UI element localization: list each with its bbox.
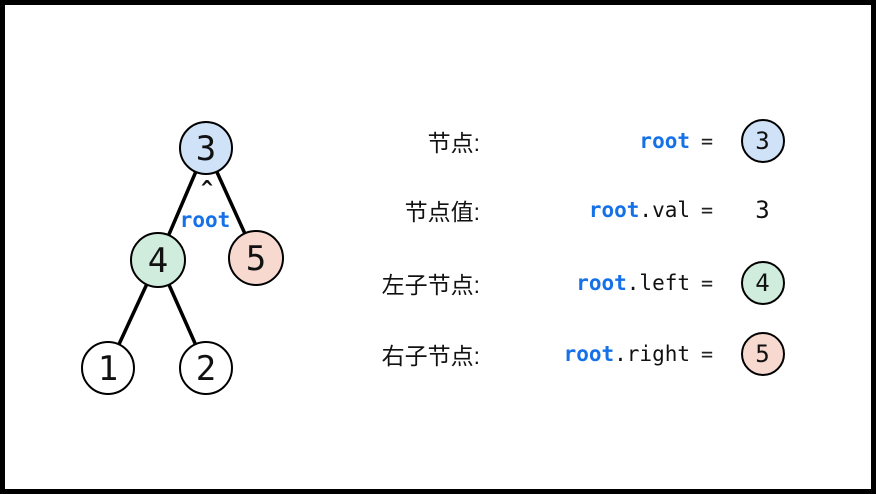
tree-node-lr-value: 2 [196,349,216,389]
tree-node-right-value: 5 [246,239,266,279]
row-label: 右子节点: [381,343,480,369]
code-keyword-root: root [639,129,690,153]
row-label: 节点: [427,130,480,156]
tree-node-left-circle [130,232,186,288]
tree-node-left-left-grandchild: 1 [81,341,135,395]
row-code: root [480,129,690,153]
tree-node-left-value: 4 [148,241,168,281]
value-node-circle: 3 [740,119,785,163]
tree-node-left-child: 4 [130,232,186,288]
code-suffix: .val [639,198,690,222]
tree-node-right-circle [228,230,284,286]
row-code: root.right [480,342,690,366]
code-suffix: .left [626,271,690,295]
equals-sign: = [700,129,714,153]
legend-row-node-value: 节点值: root.val = 3 [365,188,801,232]
row-code: root.left [480,271,690,295]
row-value: 4 [724,261,801,305]
tree-node-ll-circle [81,341,135,395]
row-value: 5 [724,332,801,376]
tree-node-ll-value: 1 [98,349,118,389]
tree-node-left-right-grandchild: 2 [179,341,233,395]
row-label: 左子节点: [381,272,480,298]
row-label: 节点值: [404,199,480,225]
code-keyword-root: root [563,342,615,366]
tree-node-root-circle [179,121,233,175]
value-node-circle: 4 [740,261,785,305]
code-keyword-root: root [576,271,627,295]
root-pointer-label: root [180,208,231,232]
legend-row-right-child: 右子节点: root.right = 5 [365,332,801,376]
legend-row-node: 节点: root = 3 [365,119,801,163]
equals-sign: = [700,271,714,295]
value-plain-text: 3 [755,196,770,224]
equals-sign: = [700,198,714,222]
root-pointer-caret-icon: ^ [201,176,213,200]
tree-node-root-value: 3 [196,129,216,169]
legend-row-left-child: 左子节点: root.left = 4 [365,261,801,305]
row-value: 3 [724,196,801,224]
row-code: root.val [480,198,690,222]
tree-node-right-child: 5 [228,230,284,286]
tree-node-root: 3 [179,121,233,175]
tree-node-lr-circle [179,341,233,395]
row-value: 3 [724,119,801,163]
binary-tree-svg: 3 ^ root 4 5 1 2 [81,121,284,395]
value-node-circle: 5 [740,332,785,376]
code-suffix: .right [614,342,690,366]
equals-sign: = [700,342,714,366]
code-keyword-root: root [588,198,640,222]
